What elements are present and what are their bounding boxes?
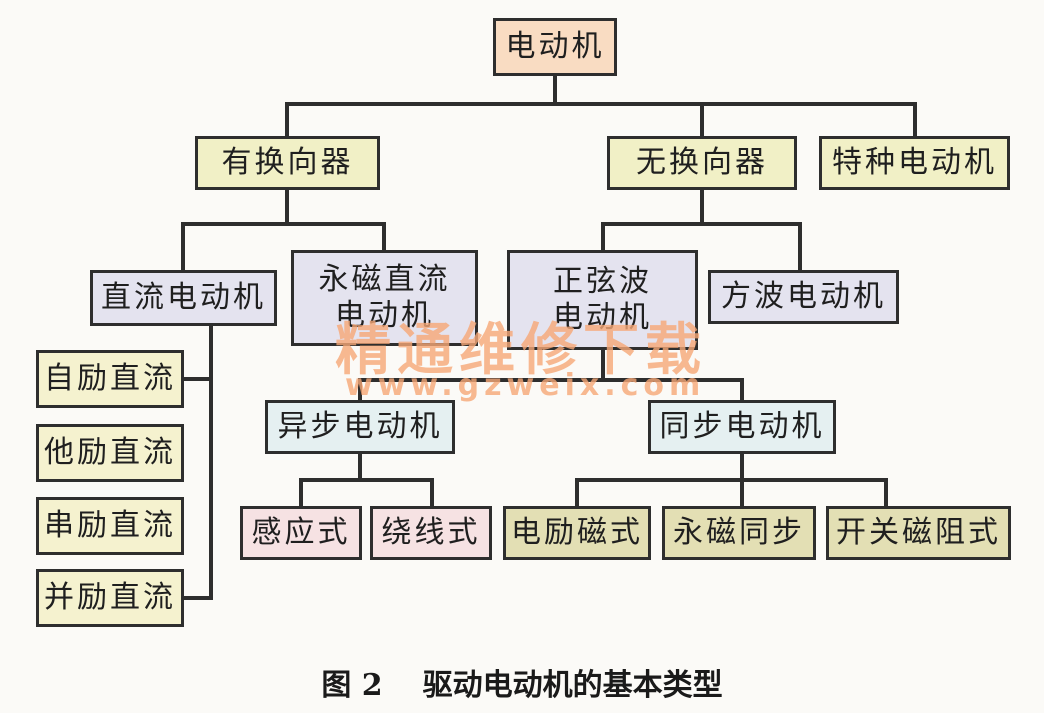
node-motor-label: 电动机 [505,29,605,64]
node-sine-wave-motor-line1: 正弦波 [553,264,652,299]
node-special-motor: 特种电动机 [819,136,1010,190]
node-sync-motor: 同步电动机 [648,400,836,454]
node-shunt-excited-dc-label: 并励直流 [44,580,176,615]
node-pm-dc-motor-line2: 电动机 [335,298,434,333]
node-shunt-excited-dc: 并励直流 [36,569,184,627]
node-with-commutator-label: 有换向器 [221,145,354,180]
node-wound-rotor-label: 绕线式 [381,515,481,550]
node-separately-excited-dc: 他励直流 [36,424,184,482]
node-dc-motor-label: 直流电动机 [101,280,266,315]
node-pm-sync-label: 永磁同步 [673,515,805,550]
node-with-commutator: 有换向器 [195,136,380,190]
node-self-excited-dc: 自励直流 [36,350,184,408]
node-async-motor-label: 异步电动机 [277,409,443,444]
node-sync-motor-label: 同步电动机 [659,409,825,444]
watermark-text: 精通维修下载 [335,318,707,383]
node-switched-reluctance: 开关磁阻式 [826,506,1011,560]
watermark-url: www.gzweix.com [345,368,706,403]
node-without-commutator-label: 无换向器 [636,145,768,180]
node-sine-wave-motor: 正弦波 电动机 [507,250,698,350]
figure-number: 图 2 [321,668,383,703]
node-square-wave-motor: 方波电动机 [708,270,899,324]
node-pm-sync: 永磁同步 [662,506,816,560]
node-async-motor: 异步电动机 [265,400,455,454]
node-switched-reluctance-label: 开关磁阻式 [836,515,1001,550]
node-series-excited-dc-label: 串励直流 [44,508,176,543]
node-square-wave-motor-label: 方波电动机 [721,279,886,314]
node-induction: 感应式 [240,506,362,560]
node-induction-label: 感应式 [251,515,351,550]
node-self-excited-dc-label: 自励直流 [44,361,176,396]
node-without-commutator: 无换向器 [607,136,797,190]
node-sine-wave-motor-line2: 电动机 [553,300,652,335]
node-electric-excitation-label: 电励磁式 [511,515,643,550]
node-pm-dc-motor-line1: 永磁直流 [318,262,451,297]
node-special-motor-label: 特种电动机 [832,145,997,180]
node-dc-motor: 直流电动机 [90,270,277,326]
figure-title: 驱动电动机的基本类型 [422,668,723,703]
node-electric-excitation: 电励磁式 [503,506,651,560]
node-pm-dc-motor: 永磁直流 电动机 [291,250,478,346]
node-wound-rotor: 绕线式 [370,506,492,560]
node-separately-excited-dc-label: 他励直流 [44,435,176,470]
node-series-excited-dc: 串励直流 [36,497,184,555]
node-motor: 电动机 [493,18,617,76]
figure-caption: 图 2 驱动电动机的基本类型 [0,660,1044,704]
